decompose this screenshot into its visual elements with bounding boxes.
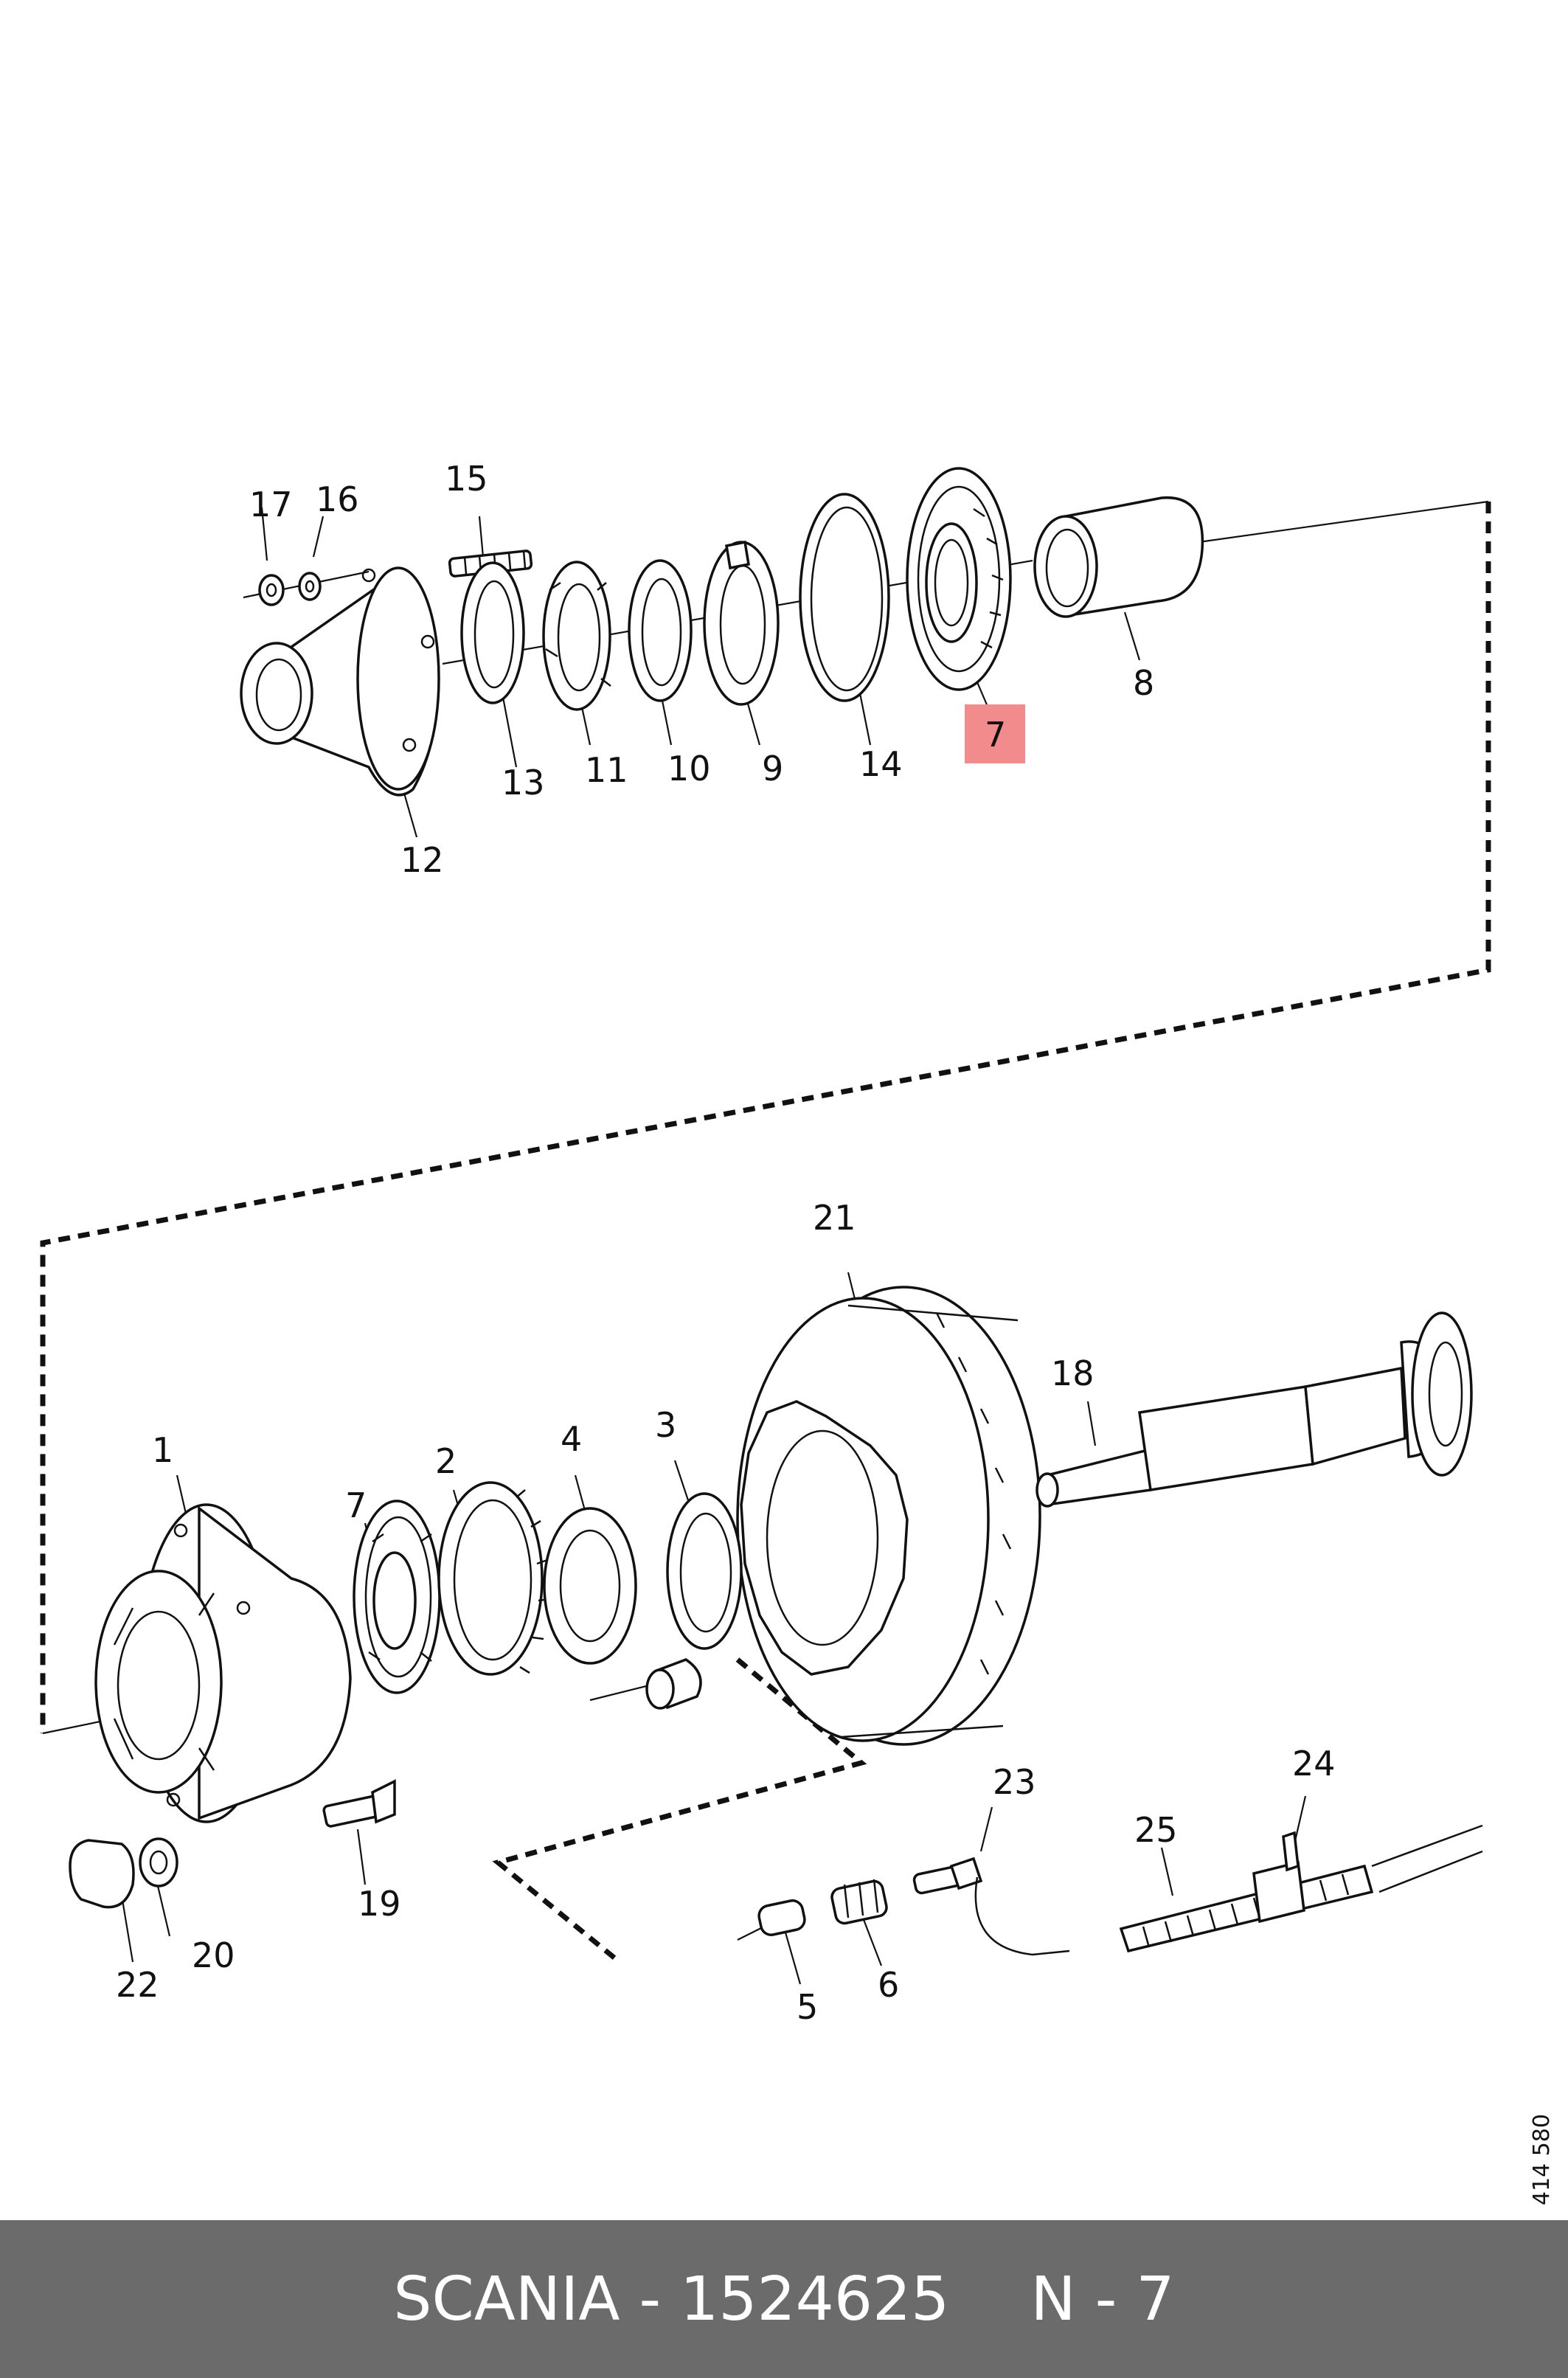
hub-seal [666, 1492, 743, 1650]
sleeve [1033, 496, 1204, 618]
callout-7: 7 [345, 1486, 367, 1525]
exploded-parts-diagram: 17 16 15 13 11 10 9 14 7 8 12 21 18 1 2 … [40, 459, 1555, 2205]
lock-nut [542, 561, 611, 711]
brand-part-number: SCANIA - 1524625 [393, 2264, 950, 2334]
top-assembly [240, 467, 1204, 797]
abs-sensor [912, 1857, 1070, 1956]
callout-12: 12 [400, 840, 444, 880]
sensor-sleeve [757, 1899, 806, 1936]
footer-bar: SCANIA - 1524625 N - 7 [0, 2220, 1568, 2378]
small-nut [258, 574, 285, 606]
sensor-clip [830, 1879, 888, 1925]
callout-4: 4 [561, 1419, 582, 1459]
o-ring [799, 493, 890, 702]
wheel-nut [69, 1839, 135, 1909]
callout-1: 1 [152, 1430, 173, 1470]
callout-24: 24 [1292, 1744, 1336, 1784]
abs-sensor-ring [437, 1481, 550, 1676]
callout-19: 19 [358, 1884, 401, 1924]
callout-3: 3 [655, 1405, 676, 1445]
figure-number: 414 580 [1529, 2114, 1555, 2205]
seal-ring [460, 561, 525, 704]
callout-25: 25 [1134, 1810, 1178, 1850]
callout-21: 21 [813, 1198, 856, 1238]
taper-roller-bearing-bottom [353, 1500, 441, 1694]
diagram-position: N - 7 [1030, 2264, 1175, 2334]
lock-washer [628, 559, 693, 702]
callout-13: 13 [502, 763, 545, 803]
callout-9: 9 [762, 749, 783, 788]
callout-10: 10 [667, 749, 711, 788]
callout-20: 20 [192, 1935, 235, 1975]
callout-labels: 17 16 15 13 11 10 9 14 7 8 12 21 18 1 2 … [116, 459, 1555, 2205]
bushing [645, 1658, 702, 1710]
axle-shaft [1035, 1311, 1473, 1508]
callout-11: 11 [585, 750, 628, 790]
callout-17: 17 [249, 485, 293, 524]
brake-disc [736, 1286, 1041, 1746]
wheel-nut-washer [139, 1837, 178, 1888]
callout-6: 6 [878, 1965, 899, 2005]
callout-22: 22 [116, 1965, 159, 2005]
wheel-hub [94, 1503, 352, 1823]
bottom-assembly [69, 1286, 1483, 1956]
callout-15: 15 [445, 459, 488, 499]
callout-23: 23 [993, 1762, 1036, 1802]
callout-16: 16 [316, 479, 359, 519]
callout-5: 5 [797, 1987, 818, 2027]
wheel-bolt [322, 1779, 396, 1828]
small-washer [298, 572, 322, 601]
taper-roller-bearing-top [906, 467, 1012, 691]
cable-clamp [1252, 1831, 1305, 1924]
callout-7-highlighted: 7 [985, 715, 1006, 755]
stub-hub-flange [240, 566, 440, 797]
callout-14: 14 [859, 744, 903, 784]
seal-housing [543, 1507, 637, 1665]
tab-washer [703, 540, 780, 706]
callout-highlight [965, 704, 1025, 763]
callout-18: 18 [1051, 1353, 1095, 1393]
callout-2: 2 [435, 1441, 457, 1481]
callout-8: 8 [1133, 663, 1154, 703]
